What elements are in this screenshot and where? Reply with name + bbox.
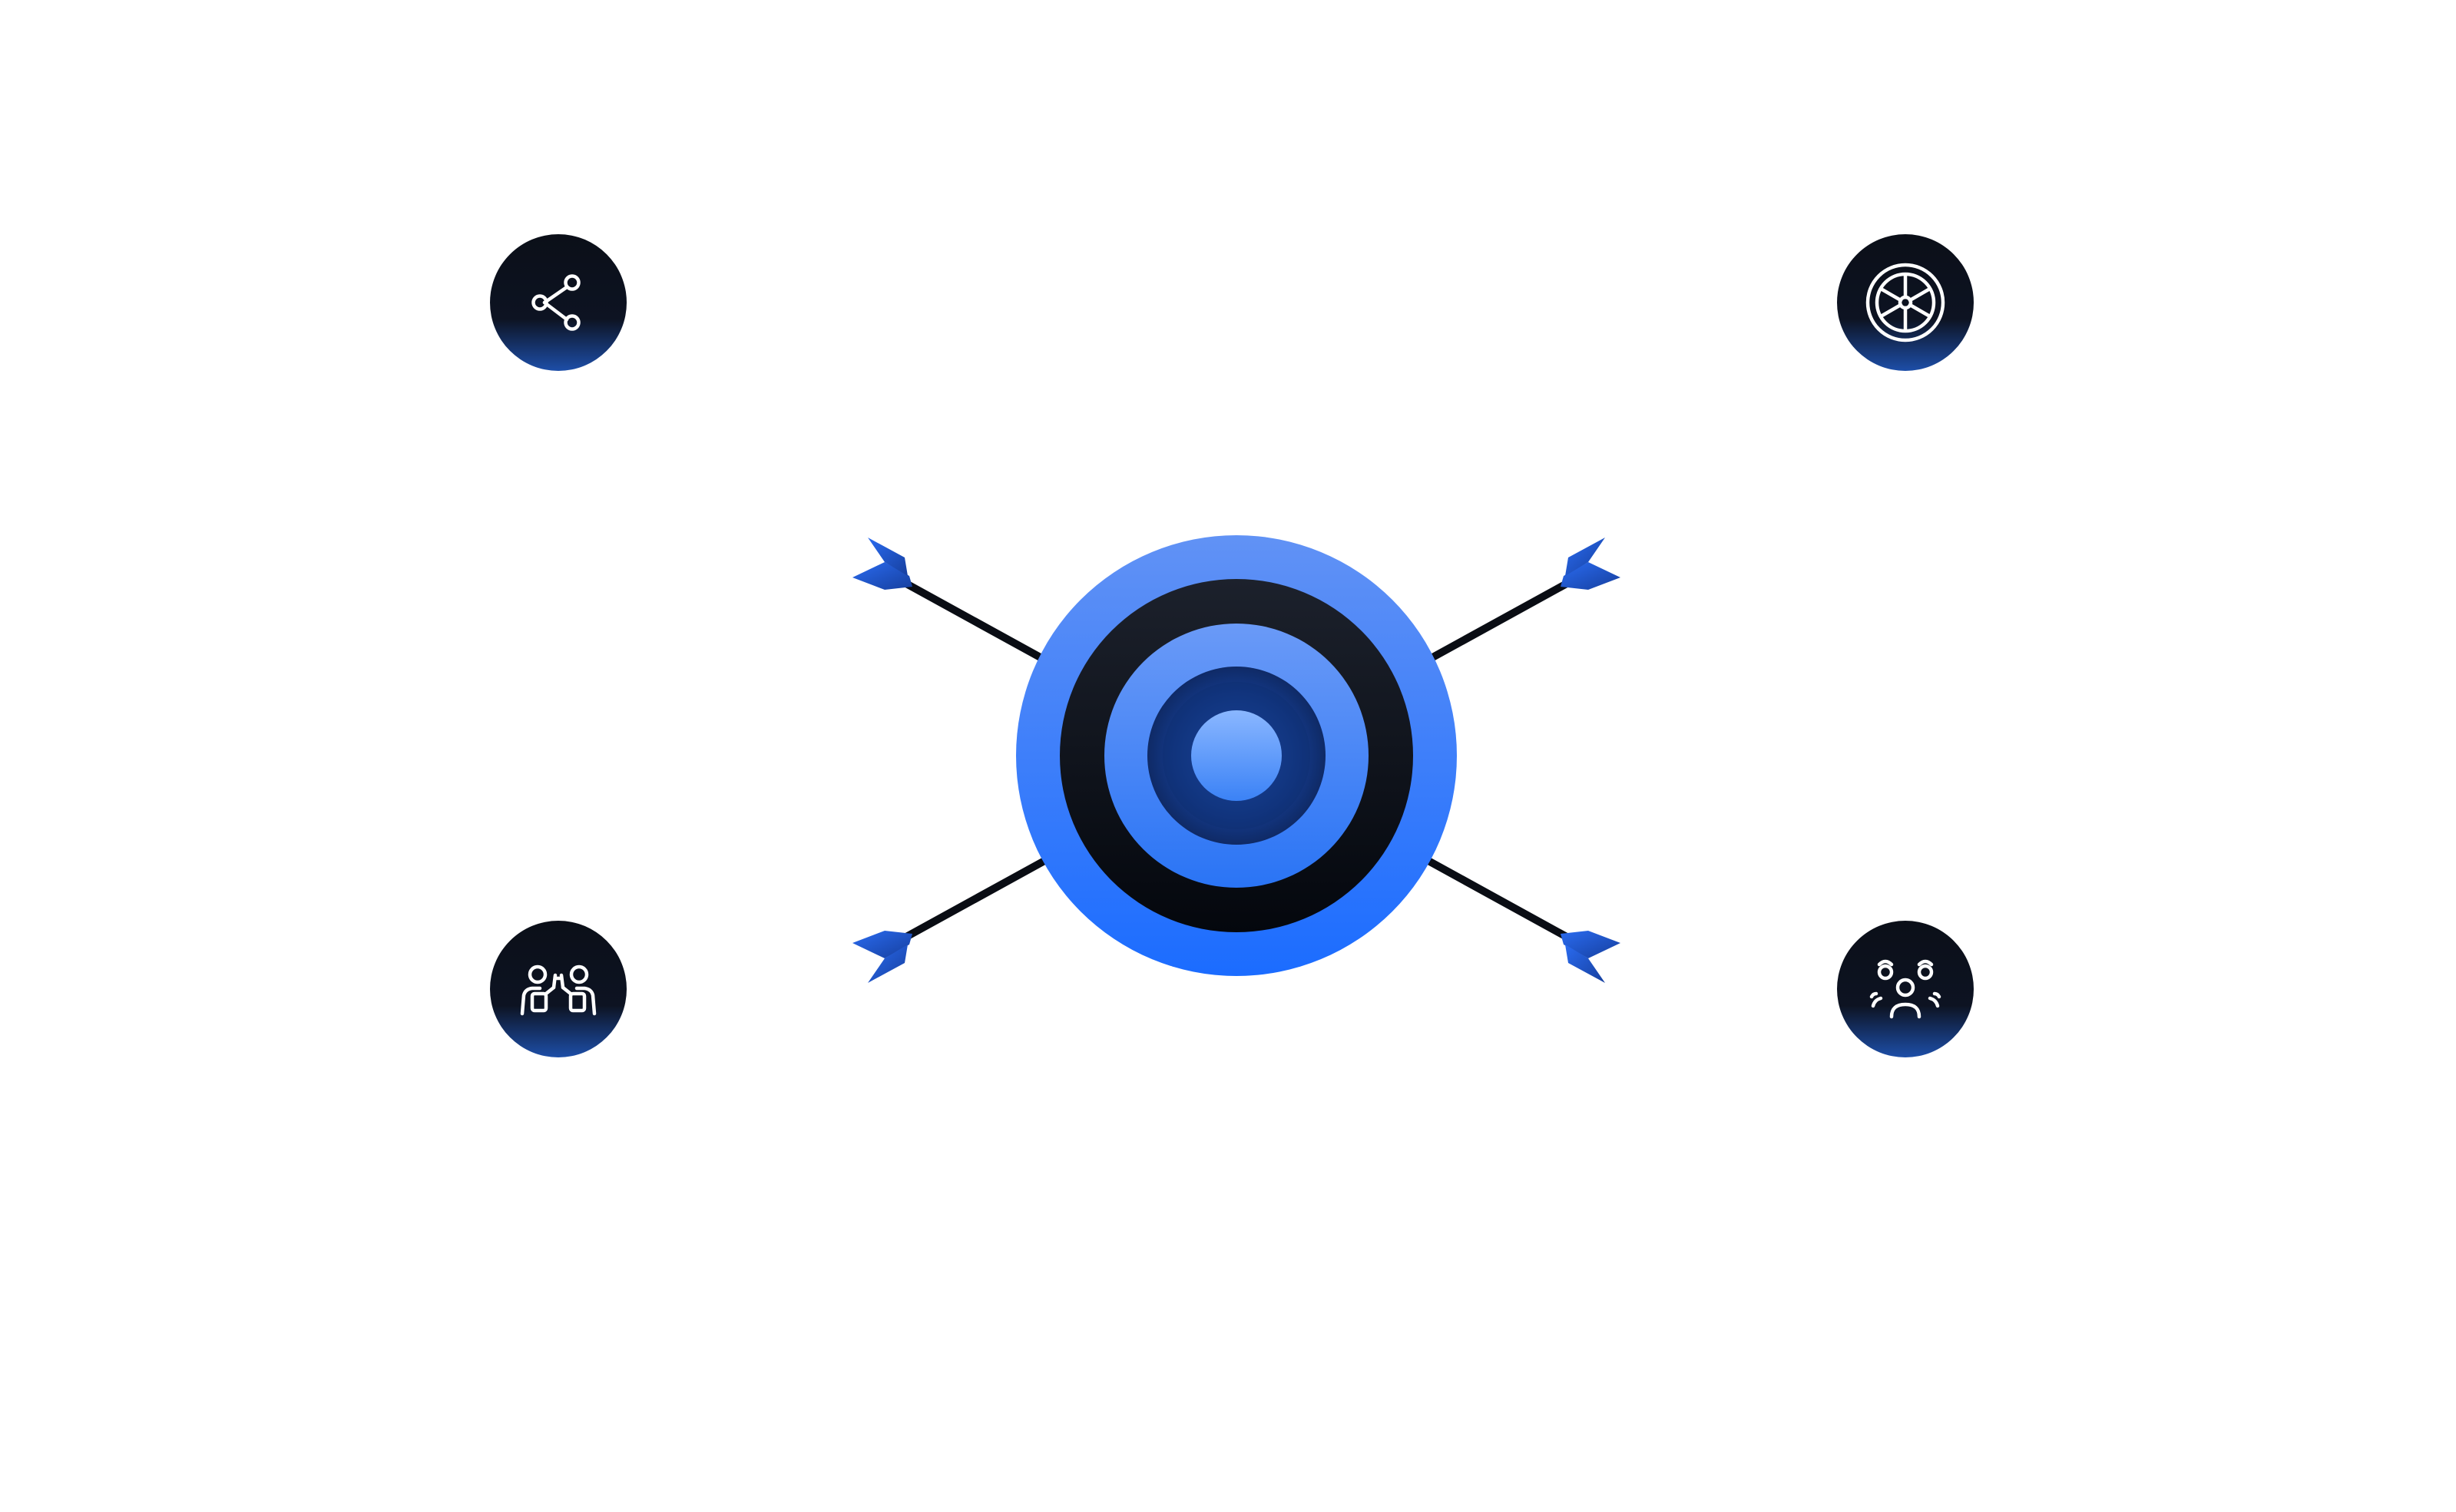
arrow-bottom-right (1409, 849, 1620, 983)
arrow-bottom-left (852, 849, 1064, 983)
two-people-icon (489, 920, 627, 1058)
arrow-top-right (1409, 538, 1620, 672)
wheel-icon (1836, 233, 1974, 372)
arrow-top-left (852, 538, 1064, 672)
share-nodes-icon (489, 233, 627, 372)
target-bullseye-icon (1016, 535, 1457, 976)
team-group-icon (1836, 920, 1974, 1058)
target-diagram (852, 535, 1620, 983)
